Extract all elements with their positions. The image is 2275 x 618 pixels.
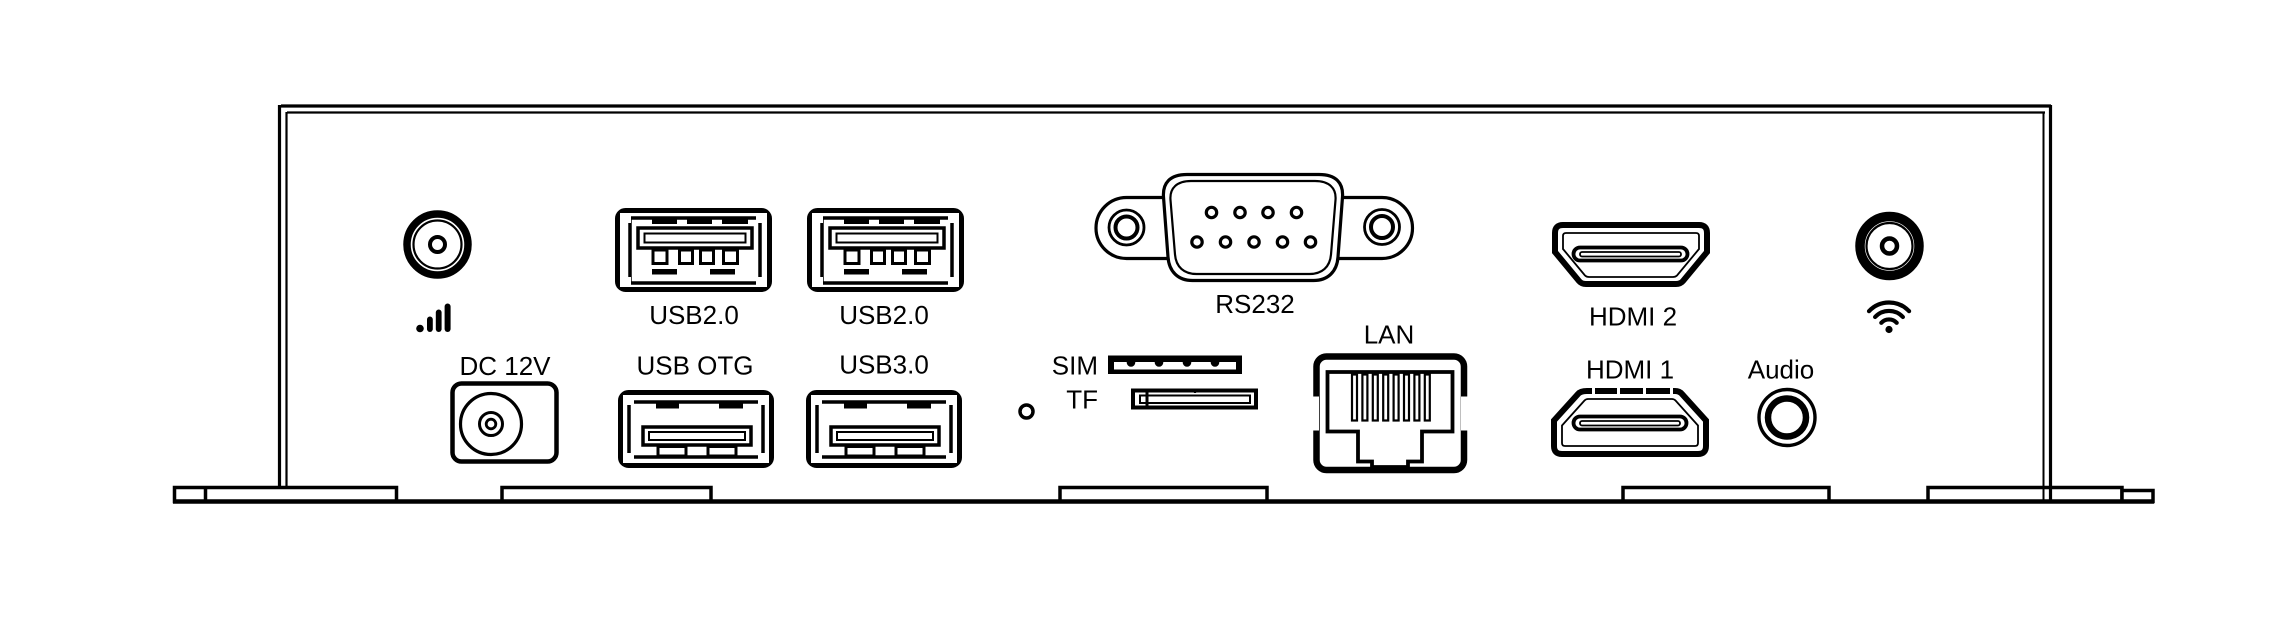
rs232-pins: [1190, 205, 1318, 249]
audio-label: Audio: [1748, 355, 1815, 385]
lan-port: [1310, 353, 1470, 474]
pinhole-button: [1018, 403, 1035, 420]
sim-label: SIM: [1052, 351, 1098, 381]
dc-power-jack: [450, 381, 559, 464]
chassis-mounting-tabs: [172, 485, 2155, 504]
hdmi2-label: HDMI 2: [1589, 302, 1677, 332]
usb2-port-1: [618, 211, 770, 290]
lan-label: LAN: [1364, 320, 1415, 350]
usb2-label-1: USB2.0: [649, 300, 739, 330]
usb3-port: [809, 393, 960, 466]
dc-12v-label: DC 12V: [459, 351, 551, 381]
usb2-label-2: USB2.0: [839, 300, 929, 330]
hdmi1-shell-ticks: [1592, 387, 1673, 395]
sim-card-slot: [1108, 355, 1242, 374]
hdmi1-port: [1551, 387, 1709, 457]
lan-jack-outline: [1325, 370, 1455, 469]
usb-otg-label: USB OTG: [636, 351, 753, 381]
antenna-connector-left: [403, 210, 472, 279]
hdmi1-label: HDMI 1: [1586, 355, 1674, 385]
hdmi2-port: [1552, 222, 1710, 287]
cellular-signal-icon: [416, 303, 451, 333]
tf-label: TF: [1066, 385, 1098, 415]
audio-jack: [1757, 387, 1817, 448]
rs232-screw-right: [1363, 208, 1401, 246]
lan-pins: [1350, 373, 1431, 422]
tf-card-slot: [1131, 388, 1258, 410]
antenna-connector-right: [1855, 211, 1924, 281]
usb2-port-2: [810, 211, 962, 290]
chassis-outline: [277, 104, 2053, 500]
rs232-dshell: [1161, 172, 1345, 283]
usb-otg-port: [621, 393, 772, 466]
usb3-label: USB3.0: [839, 350, 929, 380]
wifi-icon: [1866, 300, 1912, 334]
rs232-label: RS232: [1215, 289, 1295, 319]
rs232-port: [1094, 172, 1415, 283]
rs232-screw-left: [1107, 208, 1146, 247]
